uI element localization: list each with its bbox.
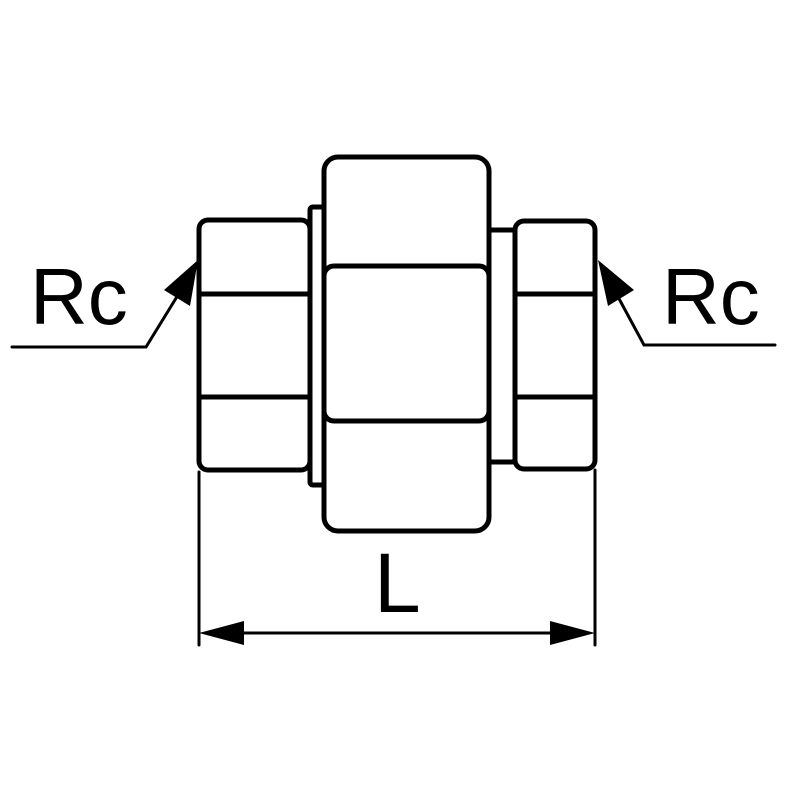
left-leader-arrowhead	[164, 260, 198, 306]
right-thread-leader	[598, 260, 777, 347]
dimension-arrow-right	[550, 621, 595, 645]
center-nut-middle-face	[321, 263, 492, 424]
right-leader-line	[608, 280, 777, 347]
dimension-arrow-left	[199, 621, 244, 645]
right-leader-arrowhead	[598, 260, 634, 306]
center-nut	[321, 154, 492, 534]
right-collar	[486, 227, 518, 465]
left-thread-leader	[10, 260, 198, 349]
thread-label-right: Rc	[662, 252, 760, 341]
right-hex-body	[512, 218, 598, 472]
left-hex-outline	[196, 217, 313, 473]
right-hex-outline	[512, 218, 598, 472]
length-label: L	[374, 536, 421, 630]
center-nut-outline	[321, 154, 492, 534]
left-leader-line	[10, 280, 188, 349]
left-hex-body	[196, 217, 313, 473]
length-dimension	[197, 468, 597, 647]
thread-label-left: Rc	[30, 252, 128, 341]
